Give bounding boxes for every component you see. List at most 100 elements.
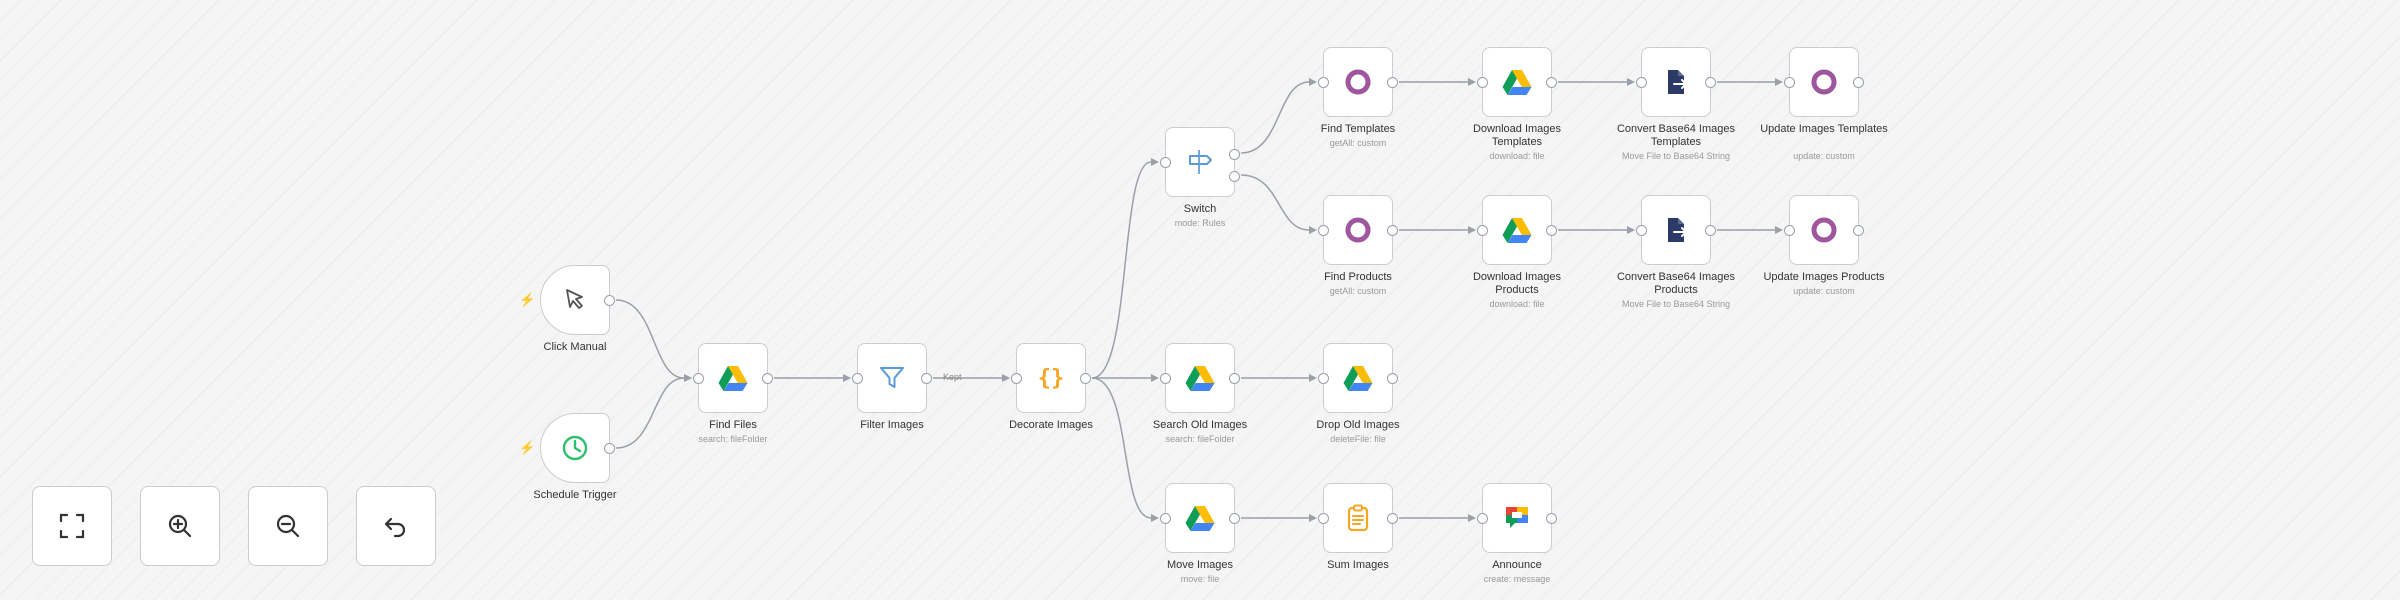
input-port[interactable] <box>1477 513 1488 524</box>
node-click[interactable]: ⚡ <box>519 265 615 335</box>
filter-icon <box>876 362 908 394</box>
node-label: Decorate Images <box>1009 419 1093 431</box>
node-convtemplates[interactable] <box>1636 47 1716 117</box>
node-decorate[interactable]: {} <box>1011 343 1091 413</box>
connection-decorate-switch[interactable] <box>1091 161 1152 379</box>
input-port[interactable] <box>1784 225 1795 236</box>
node-subtitle: Move File to Base64 String <box>1621 299 1731 309</box>
arrowhead <box>1775 226 1783 234</box>
input-port[interactable] <box>1318 225 1329 236</box>
zoom-out-button[interactable] <box>248 486 328 566</box>
node-schedule[interactable]: ⚡ <box>519 413 615 483</box>
arrowhead <box>684 374 692 382</box>
output-port[interactable] <box>1229 373 1240 384</box>
input-port[interactable] <box>1636 225 1647 236</box>
output-port[interactable] <box>1080 373 1091 384</box>
node-label: Download Images Products <box>1472 271 1562 296</box>
arrowhead <box>1309 514 1317 522</box>
node-updproducts[interactable] <box>1784 195 1864 265</box>
output-port[interactable] <box>1229 513 1240 524</box>
output-port[interactable] <box>1705 225 1716 236</box>
output-port[interactable] <box>1387 225 1398 236</box>
node-label: Filter Images <box>860 419 924 431</box>
node-subtitle: create: message <box>1483 574 1551 584</box>
node-findfiles[interactable] <box>693 343 773 413</box>
node-convproducts[interactable] <box>1636 195 1716 265</box>
output-port[interactable] <box>1546 225 1557 236</box>
node-label: Convert Base64 Images Templates <box>1616 123 1735 148</box>
signpost-icon <box>1184 146 1216 178</box>
input-port[interactable] <box>1784 77 1795 88</box>
node-subtitle: mode: Rules <box>1174 218 1226 228</box>
node-findproducts[interactable] <box>1318 195 1398 265</box>
undo-button[interactable] <box>356 486 436 566</box>
input-port[interactable] <box>1011 373 1022 384</box>
node-dltemplates[interactable] <box>1477 47 1557 117</box>
node-subtitle: Move File to Base64 String <box>1621 151 1731 161</box>
arrowhead <box>1468 514 1476 522</box>
google-drive-icon <box>1501 214 1533 246</box>
trigger-bolt-icon: ⚡ <box>519 440 536 455</box>
output-port[interactable] <box>1387 77 1398 88</box>
node-subtitle: update: custom <box>1793 151 1855 161</box>
output-port[interactable] <box>604 295 615 306</box>
ring-icon <box>1342 214 1374 246</box>
arrowhead <box>1468 226 1476 234</box>
connection-decorate-move[interactable] <box>1091 377 1152 519</box>
node-dlproducts[interactable] <box>1477 195 1557 265</box>
arrowhead <box>1151 374 1159 382</box>
output-port[interactable] <box>1705 77 1716 88</box>
output-port[interactable] <box>604 443 615 454</box>
zoom-out-icon <box>276 514 300 538</box>
input-port[interactable] <box>1160 157 1171 168</box>
connection-click-findfiles[interactable] <box>615 299 685 379</box>
output-port[interactable] <box>762 373 773 384</box>
input-port[interactable] <box>693 373 704 384</box>
input-port[interactable] <box>1477 77 1488 88</box>
input-port[interactable] <box>1318 513 1329 524</box>
output-port[interactable] <box>1387 513 1398 524</box>
google-drive-icon <box>717 362 749 394</box>
google-drive-icon <box>1342 362 1374 394</box>
node-subtitle: deleteFile: file <box>1330 434 1386 444</box>
input-port[interactable] <box>1477 225 1488 236</box>
input-port[interactable] <box>1160 373 1171 384</box>
node-label: Switch <box>1183 203 1217 215</box>
output-port[interactable] <box>1853 225 1864 236</box>
output-port[interactable] <box>1853 77 1864 88</box>
node-subtitle: move: file <box>1180 574 1220 584</box>
node-move[interactable] <box>1160 483 1240 553</box>
input-port[interactable] <box>1318 77 1329 88</box>
output-port[interactable] <box>1546 77 1557 88</box>
node-dropold[interactable] <box>1318 343 1398 413</box>
output-port[interactable] <box>1387 373 1398 384</box>
svg-text:{}: {} <box>1038 366 1065 391</box>
node-switch[interactable] <box>1160 127 1240 197</box>
node-updtemplates[interactable] <box>1784 47 1864 117</box>
arrowhead <box>1468 78 1476 86</box>
zoom-in-icon <box>168 514 192 538</box>
node-subtitle: getAll: custom <box>1329 286 1387 296</box>
clock-icon <box>559 432 591 464</box>
node-findtemplates[interactable] <box>1318 47 1398 117</box>
arrowhead <box>1309 78 1317 86</box>
output-port[interactable] <box>921 373 932 384</box>
node-filter[interactable] <box>852 343 932 413</box>
fit-view-button[interactable] <box>32 486 112 566</box>
arrowhead <box>1627 226 1635 234</box>
input-port[interactable] <box>1160 513 1171 524</box>
input-port[interactable] <box>1318 373 1329 384</box>
node-label: Find Files <box>709 419 757 431</box>
node-searchold[interactable] <box>1160 343 1240 413</box>
output-port[interactable] <box>1546 513 1557 524</box>
input-port[interactable] <box>852 373 863 384</box>
output-port[interactable] <box>1229 149 1240 160</box>
arrowhead <box>1151 514 1159 522</box>
zoom-in-button[interactable] <box>140 486 220 566</box>
output-port[interactable] <box>1229 171 1240 182</box>
input-port[interactable] <box>1636 77 1647 88</box>
node-announce[interactable] <box>1477 483 1557 553</box>
node-sum[interactable] <box>1318 483 1398 553</box>
node-label: Update Images Templates <box>1760 123 1888 135</box>
